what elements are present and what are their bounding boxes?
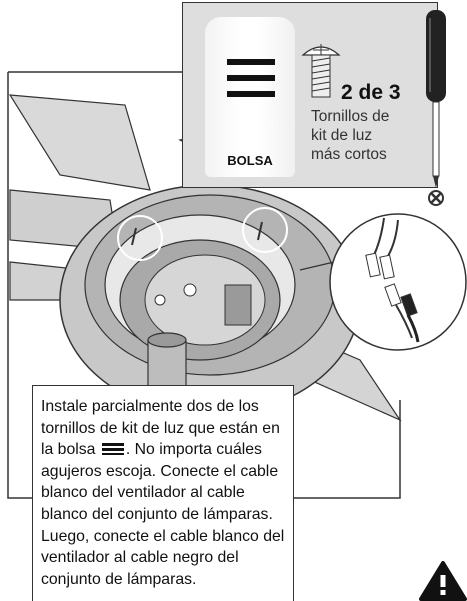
three-bars-icon — [101, 443, 124, 456]
parts-box: BOLSA 2 de 3 Tornillos de kit de luz más… — [182, 2, 438, 188]
instruction-text-box: Instale parcialmente dos de los tornillo… — [32, 385, 294, 601]
screw-description: Tornillos de kit de luz más cortos — [311, 108, 390, 163]
phillips-screwdriver-icon — [426, 10, 446, 206]
bag-graphic: BOLSA — [205, 17, 295, 177]
screw-count: 2 de 3 — [341, 81, 401, 104]
instruction-text-part2: . No importa cuáles agujeros escoja. Con… — [41, 441, 285, 588]
bag-label: BOLSA — [227, 153, 273, 168]
wire-connection-detail — [329, 213, 467, 351]
instruction-text-part1: Instale parcialmente dos de los tornillo… — [41, 398, 280, 459]
warning-triangle-icon — [419, 561, 467, 601]
three-bars-icon — [227, 59, 275, 99]
screw-icon — [301, 44, 341, 98]
